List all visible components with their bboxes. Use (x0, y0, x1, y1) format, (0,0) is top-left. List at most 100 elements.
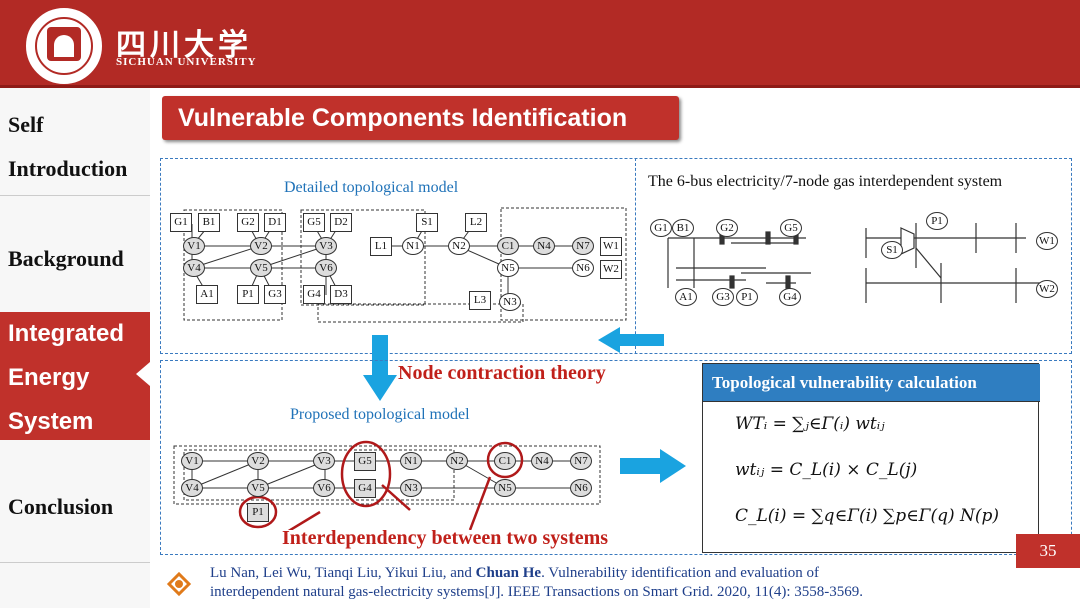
sidebar-item-label: System (8, 408, 94, 435)
node-N6: N6 (572, 259, 594, 277)
university-logo (26, 8, 102, 84)
sys-P1: P1 (736, 288, 758, 306)
contraction-label: Node contraction theory (398, 362, 606, 384)
node-N2: N2 (448, 237, 470, 255)
node-V4: V4 (183, 259, 205, 277)
sidebar-item-label: Introduction (8, 156, 128, 181)
node-L2: L2 (465, 213, 487, 232)
sys-G2: G2 (716, 219, 738, 237)
reference-author-bold: Chuan He (475, 565, 542, 581)
reference-authors: Lu Nan, Lei Wu, Tianqi Liu, Yikui Liu, a… (210, 565, 476, 581)
node-G5: G5 (303, 213, 325, 232)
sidebar-item-integrated-energy-system[interactable]: Integrated Energy System (0, 312, 150, 440)
prop-C1: C1 (494, 452, 516, 470)
node-D3: D3 (330, 285, 352, 304)
formula-header: Topological vulnerability calculation (703, 364, 1040, 402)
node-G4: G4 (303, 285, 325, 304)
page-number: 35 (1016, 534, 1080, 568)
panel-divider (635, 158, 636, 354)
left-arrow-icon (598, 327, 664, 353)
down-arrow-icon (363, 335, 397, 401)
node-C1: C1 (497, 237, 519, 255)
prop-V5: V5 (247, 479, 269, 497)
sidebar-item-self-introduction[interactable]: Self Introduction (0, 88, 150, 195)
formula-wt: WTᵢ = ∑ⱼ∈Γ(ᵢ) wtᵢⱼ (735, 414, 885, 434)
divider (0, 562, 150, 563)
sys-P1-gas: P1 (926, 212, 948, 230)
sys-B1: B1 (672, 219, 694, 237)
sidebar-item-label: Conclusion (8, 494, 114, 519)
sys-W1: W1 (1036, 232, 1058, 250)
node-D2: D2 (330, 213, 352, 232)
prop-G4: G4 (354, 479, 376, 498)
slide-title-box: Vulnerable Components Identification (162, 96, 679, 140)
proposed-model-label: Proposed topological model (290, 406, 470, 423)
header-bar: 四川大学 SICHUAN UNIVERSITY (0, 0, 1080, 88)
node-W2: W2 (600, 260, 622, 279)
node-V5: V5 (250, 259, 272, 277)
top-panel (160, 158, 1072, 354)
prop-N6: N6 (570, 479, 592, 497)
prop-N4: N4 (531, 452, 553, 470)
sys-G4: G4 (779, 288, 801, 306)
node-V6: V6 (315, 259, 337, 277)
node-L1: L1 (370, 237, 392, 256)
node-V3: V3 (315, 237, 337, 255)
node-W1: W1 (600, 237, 622, 256)
node-L3: L3 (469, 291, 491, 310)
prop-N7: N7 (570, 452, 592, 470)
right-arrow-icon (620, 449, 686, 483)
node-N1: N1 (402, 237, 424, 255)
node-N7: N7 (572, 237, 594, 255)
formula-wtij: wtᵢⱼ = C_L(i) × C_L(j) (735, 460, 918, 480)
sidebar-item-label: Energy (8, 364, 90, 391)
system-label: The 6-bus electricity/7-node gas interde… (648, 173, 1003, 190)
sys-S1: S1 (881, 241, 903, 259)
prop-N3: N3 (400, 479, 422, 497)
sidebar-item-label: Self (8, 112, 44, 137)
sidebar-item-label: Integrated (8, 320, 125, 347)
sidebar-item-conclusion[interactable]: Conclusion (0, 442, 150, 562)
detailed-model-label: Detailed topological model (284, 179, 459, 196)
sidebar: Self Introduction Background Integrated … (0, 88, 150, 608)
node-G3: G3 (264, 285, 286, 304)
node-B1: B1 (198, 213, 220, 232)
reference-icon (166, 571, 192, 597)
prop-V3: V3 (313, 452, 335, 470)
prop-P1: P1 (247, 503, 269, 522)
node-N3: N3 (499, 293, 521, 311)
formula-cl: C_L(i) = ∑q∈Γ(i) ∑p∈Γ(q) N(p) (735, 506, 1000, 526)
prop-V6: V6 (313, 479, 335, 497)
sys-G3: G3 (712, 288, 734, 306)
node-P1: P1 (237, 285, 259, 304)
reference-title: . Vulnerability identification and evalu… (541, 565, 819, 581)
reference-source: interdependent natural gas-electricity s… (210, 584, 864, 600)
sidebar-item-background[interactable]: Background (0, 196, 150, 310)
university-name-en: SICHUAN UNIVERSITY (116, 56, 257, 68)
slide-title: Vulnerable Components Identification (178, 104, 628, 132)
formula-header-text: Topological vulnerability calculation (712, 373, 977, 392)
node-V1: V1 (183, 237, 205, 255)
node-N4: N4 (533, 237, 555, 255)
divider (0, 195, 150, 196)
interdependency-label: Interdependency between two systems (282, 527, 609, 549)
node-D1: D1 (264, 213, 286, 232)
prop-V4: V4 (181, 479, 203, 497)
prop-N2: N2 (446, 452, 468, 470)
sidebar-item-label: Background (8, 246, 124, 271)
formula-box: Topological vulnerability calculation WT… (702, 363, 1040, 553)
sys-W2: W2 (1036, 280, 1058, 298)
sys-G5: G5 (780, 219, 802, 237)
university-name-cn: 四川大学 (116, 29, 252, 62)
node-N5: N5 (497, 259, 519, 277)
prop-V2: V2 (247, 452, 269, 470)
node-G2: G2 (237, 213, 259, 232)
node-V2: V2 (250, 237, 272, 255)
sys-A1: A1 (675, 288, 697, 306)
prop-G5: G5 (354, 452, 376, 471)
prop-N5: N5 (494, 479, 516, 497)
prop-N1: N1 (400, 452, 422, 470)
sys-G1: G1 (650, 219, 672, 237)
bottom-panel (160, 360, 1072, 555)
interdependent-system-diagram (667, 223, 1046, 303)
